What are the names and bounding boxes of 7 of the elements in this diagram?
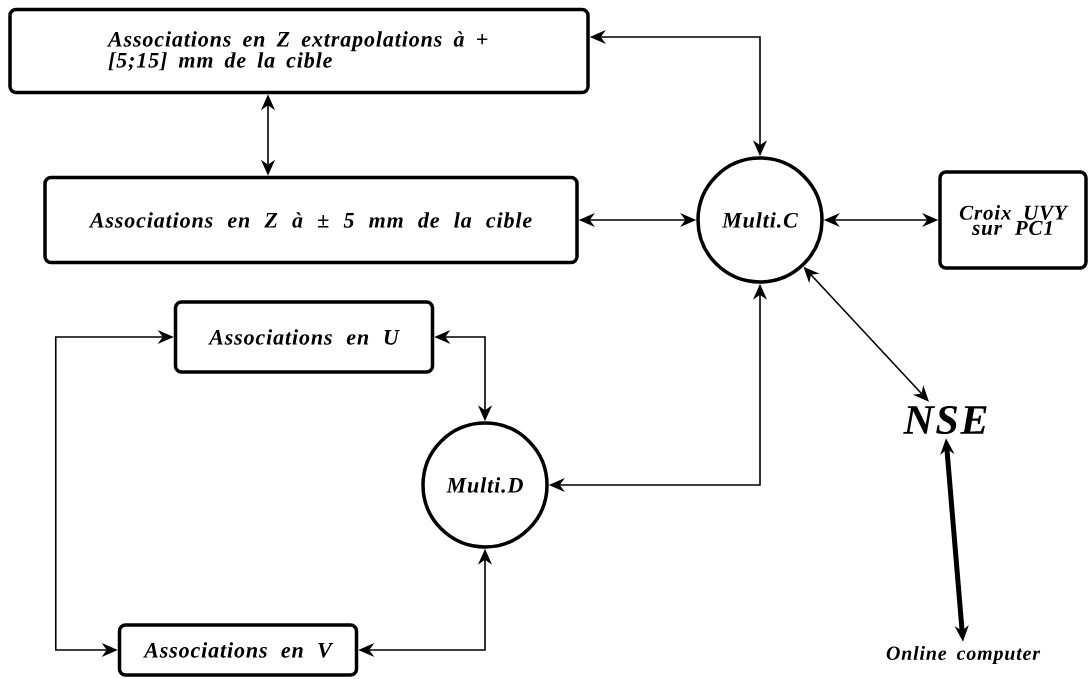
process-box: Associations en U — [173, 300, 435, 374]
process-box: Associations en Z extrapolations à + [5;15] mm de la cible — [8, 7, 590, 95]
process-box: Associations en V — [117, 623, 359, 677]
node-label: NSE — [903, 405, 987, 435]
process-box: Associations en Z à ± 5 mm de la cible — [43, 175, 579, 265]
node-label: Online computer — [886, 645, 1041, 665]
process-box: Croix UVY sur PC1 — [938, 170, 1088, 270]
